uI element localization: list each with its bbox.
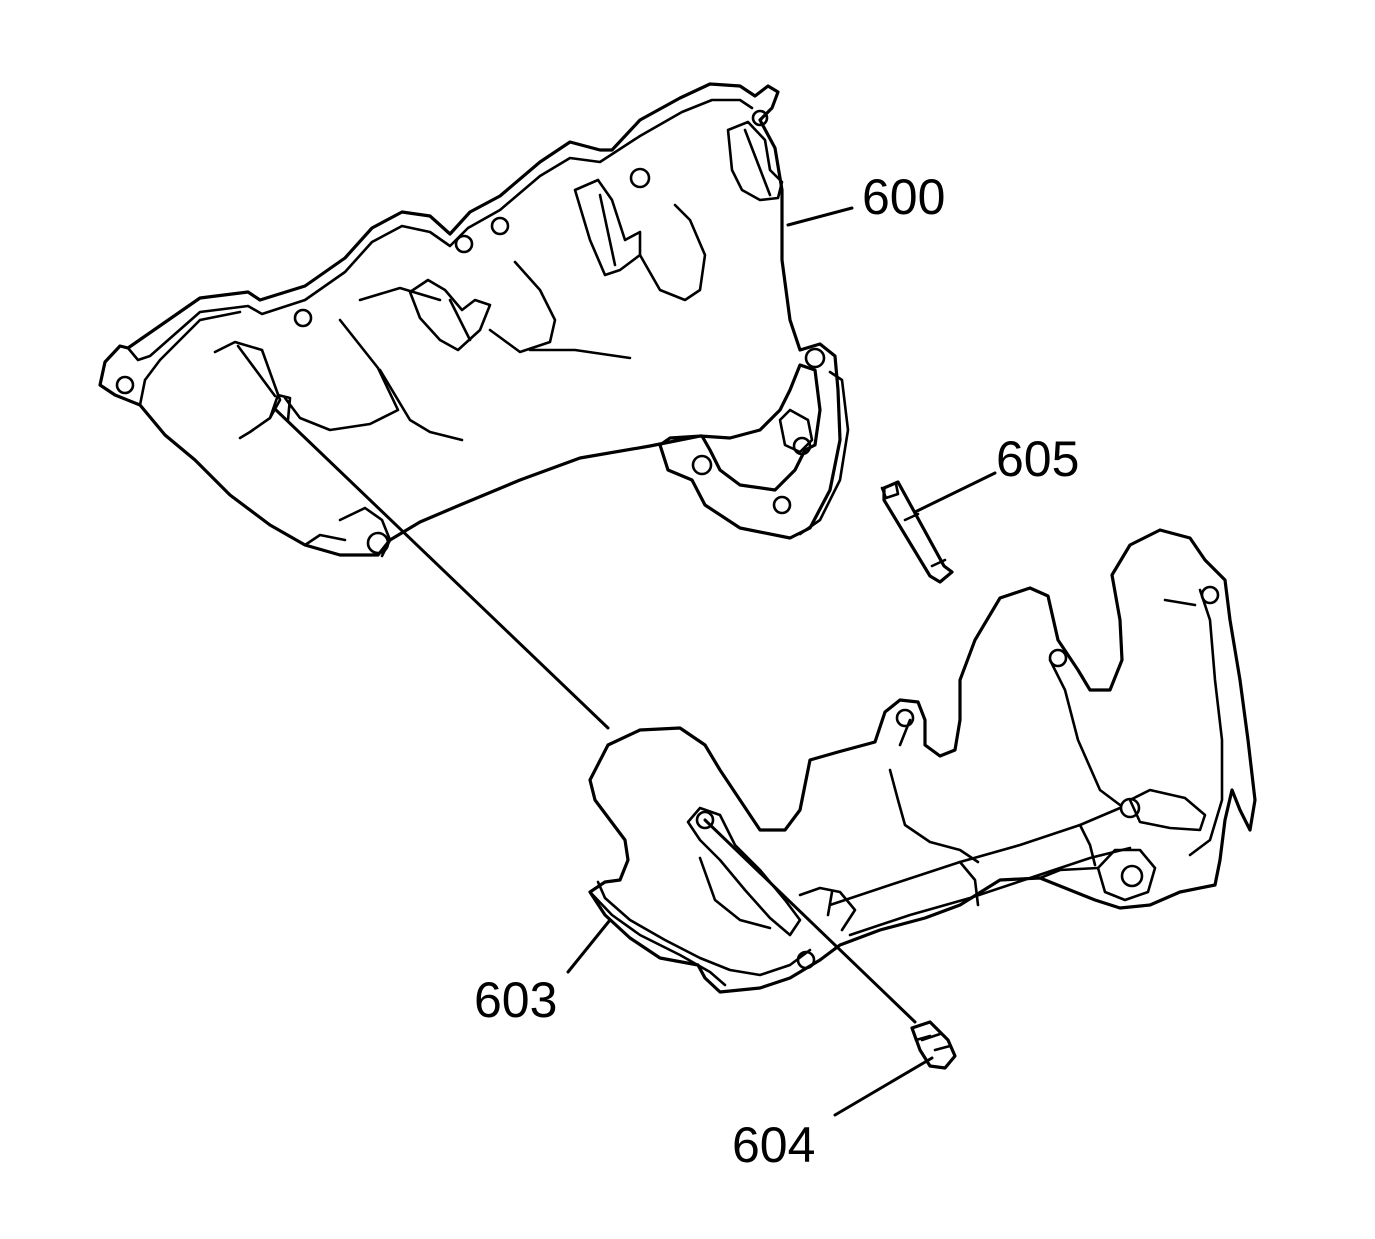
stud-605 (880, 480, 954, 584)
callout-604: 604 (732, 1117, 816, 1173)
exhaust-manifold-600 (98, 82, 850, 558)
callout-605: 605 (996, 431, 1080, 487)
leader-604 (833, 1056, 934, 1117)
leader-600 (786, 206, 854, 227)
bolt-alignment-line-upper (274, 408, 610, 730)
callout-603: 603 (474, 972, 558, 1028)
bolt-alignment-line-lower (703, 818, 917, 1024)
leader-605 (913, 471, 997, 514)
leader-603 (566, 918, 612, 974)
bolt-604 (910, 1020, 957, 1070)
exhaust-manifold-603 (588, 528, 1257, 994)
callout-600: 600 (862, 169, 946, 225)
